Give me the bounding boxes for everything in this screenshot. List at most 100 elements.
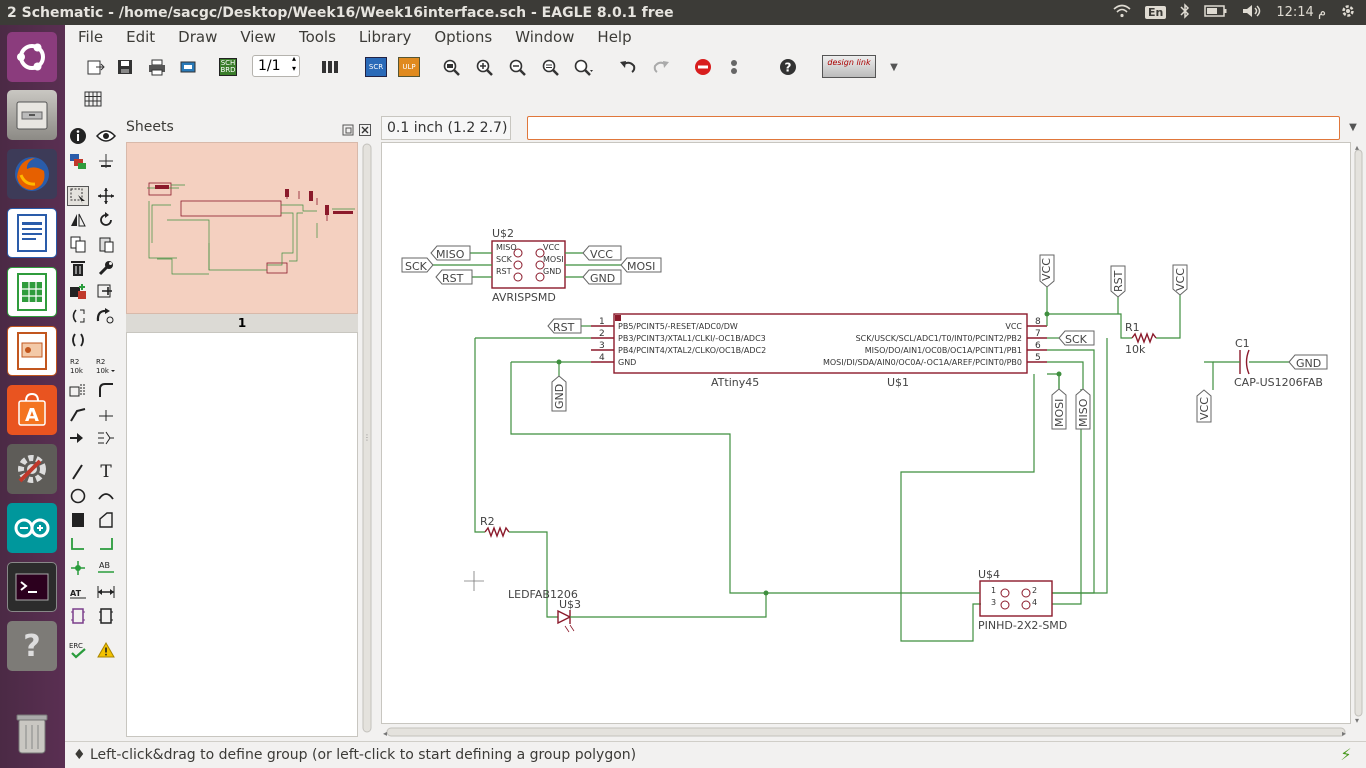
terminal-icon[interactable]: [7, 562, 57, 612]
menu-draw[interactable]: Draw: [178, 28, 218, 46]
replace-icon[interactable]: [95, 282, 117, 302]
zoom-out-icon[interactable]: [506, 57, 528, 77]
sheet-view-icon[interactable]: [319, 57, 341, 77]
schematic-drawing[interactable]: .w { stroke: #3f8f3f; stroke-width: 1.2;…: [382, 143, 1352, 725]
pinswap-icon[interactable]: [67, 306, 89, 326]
battery-icon[interactable]: [1204, 4, 1228, 22]
module-icon[interactable]: [95, 606, 117, 626]
go-icon[interactable]: [723, 57, 745, 77]
gateswap-icon[interactable]: [95, 306, 117, 326]
show-eye-icon[interactable]: [95, 126, 117, 146]
netlabel-miso-u2[interactable]: MISO: [430, 245, 471, 261]
info-icon[interactable]: [67, 126, 89, 146]
volume-icon[interactable]: [1242, 4, 1262, 22]
warning-icon[interactable]: [95, 640, 117, 660]
r1-resistor[interactable]: R1 10k: [1125, 321, 1157, 356]
dimension-icon[interactable]: [95, 582, 117, 602]
frame-icon[interactable]: [67, 606, 89, 626]
files-icon[interactable]: [7, 90, 57, 140]
horizontal-scrollbar[interactable]: ◂▸: [381, 724, 1351, 738]
copy-icon[interactable]: [67, 234, 89, 254]
netlabel-vcc-u1[interactable]: VCC: [1039, 254, 1055, 288]
attribute-icon[interactable]: AT: [67, 582, 89, 602]
grid-icon[interactable]: [82, 89, 104, 109]
zoom-select-icon[interactable]: [573, 57, 595, 77]
netlabel-gnd-u2[interactable]: GND: [582, 269, 622, 285]
open-icon[interactable]: [85, 57, 107, 77]
mark-icon[interactable]: [95, 151, 117, 171]
designlink-button[interactable]: design link: [822, 55, 876, 78]
ubuntu-dash-icon[interactable]: [7, 32, 57, 82]
firefox-icon[interactable]: [7, 149, 57, 199]
print-icon[interactable]: [146, 57, 168, 77]
redo-icon[interactable]: [650, 57, 672, 77]
cam-processor-icon[interactable]: [177, 57, 199, 77]
group-select-icon[interactable]: [67, 186, 89, 206]
split-wire-icon[interactable]: [67, 404, 89, 424]
undo-icon[interactable]: [617, 57, 639, 77]
paste-icon[interactable]: [95, 234, 117, 254]
polygon-icon[interactable]: [95, 510, 117, 530]
rectangle-icon[interactable]: [67, 510, 89, 530]
u1-attiny45-part[interactable]: PB5/PCINT5/-RESET/ADC0/DW PB3/PCINT3/XTA…: [599, 313, 1041, 389]
smash-icon[interactable]: [67, 380, 89, 400]
menu-window[interactable]: Window: [515, 28, 575, 46]
netlabel-rst-u2[interactable]: RST: [435, 269, 473, 285]
u2-avrisp-part[interactable]: U$2 MISO SCK RST VCC MOSI GND AVRISPSMD: [491, 227, 566, 304]
rotate-icon[interactable]: [95, 210, 117, 230]
zoom-fit-icon[interactable]: [440, 57, 462, 77]
optimize-icon[interactable]: [95, 404, 117, 424]
save-icon[interactable]: [114, 57, 136, 77]
menu-help[interactable]: Help: [597, 28, 632, 46]
add-part-icon[interactable]: [67, 282, 89, 302]
netlabel-sck-u2[interactable]: SCK: [401, 257, 434, 273]
software-center-icon[interactable]: A: [7, 385, 57, 435]
wire-icon[interactable]: [67, 462, 89, 482]
netlabel-vcc-c1[interactable]: VCC: [1196, 389, 1212, 423]
arduino-icon[interactable]: [7, 503, 57, 553]
gear-icon[interactable]: [1340, 3, 1356, 23]
trash-icon[interactable]: [7, 708, 57, 758]
ulp-button[interactable]: ULP: [398, 57, 420, 77]
mirror-icon[interactable]: [67, 210, 89, 230]
wifi-icon[interactable]: [1113, 4, 1131, 22]
menu-file[interactable]: File: [78, 28, 104, 46]
netlabel-vcc-u2[interactable]: VCC: [582, 245, 622, 261]
stop-icon[interactable]: [692, 57, 714, 77]
toolbar-overflow-icon[interactable]: ▼: [890, 61, 898, 73]
zoom-in-icon[interactable]: [473, 57, 495, 77]
bus-icon[interactable]: [95, 428, 117, 448]
menu-tools[interactable]: Tools: [298, 28, 336, 46]
schematic-canvas[interactable]: .w { stroke: #3f8f3f; stroke-width: 1.2;…: [381, 142, 1351, 724]
clock[interactable]: 12:14 م: [1276, 5, 1326, 20]
arc-icon[interactable]: [95, 486, 117, 506]
invoke-icon[interactable]: [67, 428, 89, 448]
vertical-scrollbar[interactable]: ▴▾: [1351, 142, 1366, 725]
script-button[interactable]: SCR: [365, 57, 387, 77]
netlabel-mosi-u2[interactable]: MOSI: [620, 257, 662, 273]
sheet-select[interactable]: 1/1 ▴▾: [252, 54, 300, 77]
zoom-redraw-icon[interactable]: [539, 57, 561, 77]
netlabel-gnd-c1[interactable]: GND: [1288, 354, 1328, 370]
move-icon[interactable]: [95, 186, 117, 206]
bus-wire-icon[interactable]: [95, 534, 117, 554]
float-panel-icon[interactable]: [342, 121, 354, 140]
keyboard-layout[interactable]: En: [1144, 6, 1167, 19]
menu-options[interactable]: Options: [434, 28, 493, 46]
command-history-dropdown-icon[interactable]: ▼: [1349, 122, 1357, 133]
sheet-number-label[interactable]: 1: [126, 314, 358, 332]
delete-icon[interactable]: [67, 258, 89, 278]
spinner-arrows-icon[interactable]: ▴▾: [291, 54, 296, 73]
net-icon[interactable]: [67, 534, 89, 554]
bluetooth-icon[interactable]: [1180, 2, 1190, 23]
split-icon[interactable]: [67, 330, 89, 350]
menu-library[interactable]: Library: [358, 28, 412, 46]
sch-brd-switch-button[interactable]: SCH BRD: [219, 58, 237, 76]
u3-led[interactable]: LEDFAB1206 U$3: [508, 588, 581, 633]
netlabel-gnd-u1[interactable]: GND: [551, 375, 567, 412]
menu-view[interactable]: View: [240, 28, 276, 46]
miter-icon[interactable]: [95, 380, 117, 400]
writer-icon[interactable]: [7, 208, 57, 258]
netlabel-rst-u1[interactable]: RST: [547, 318, 582, 334]
